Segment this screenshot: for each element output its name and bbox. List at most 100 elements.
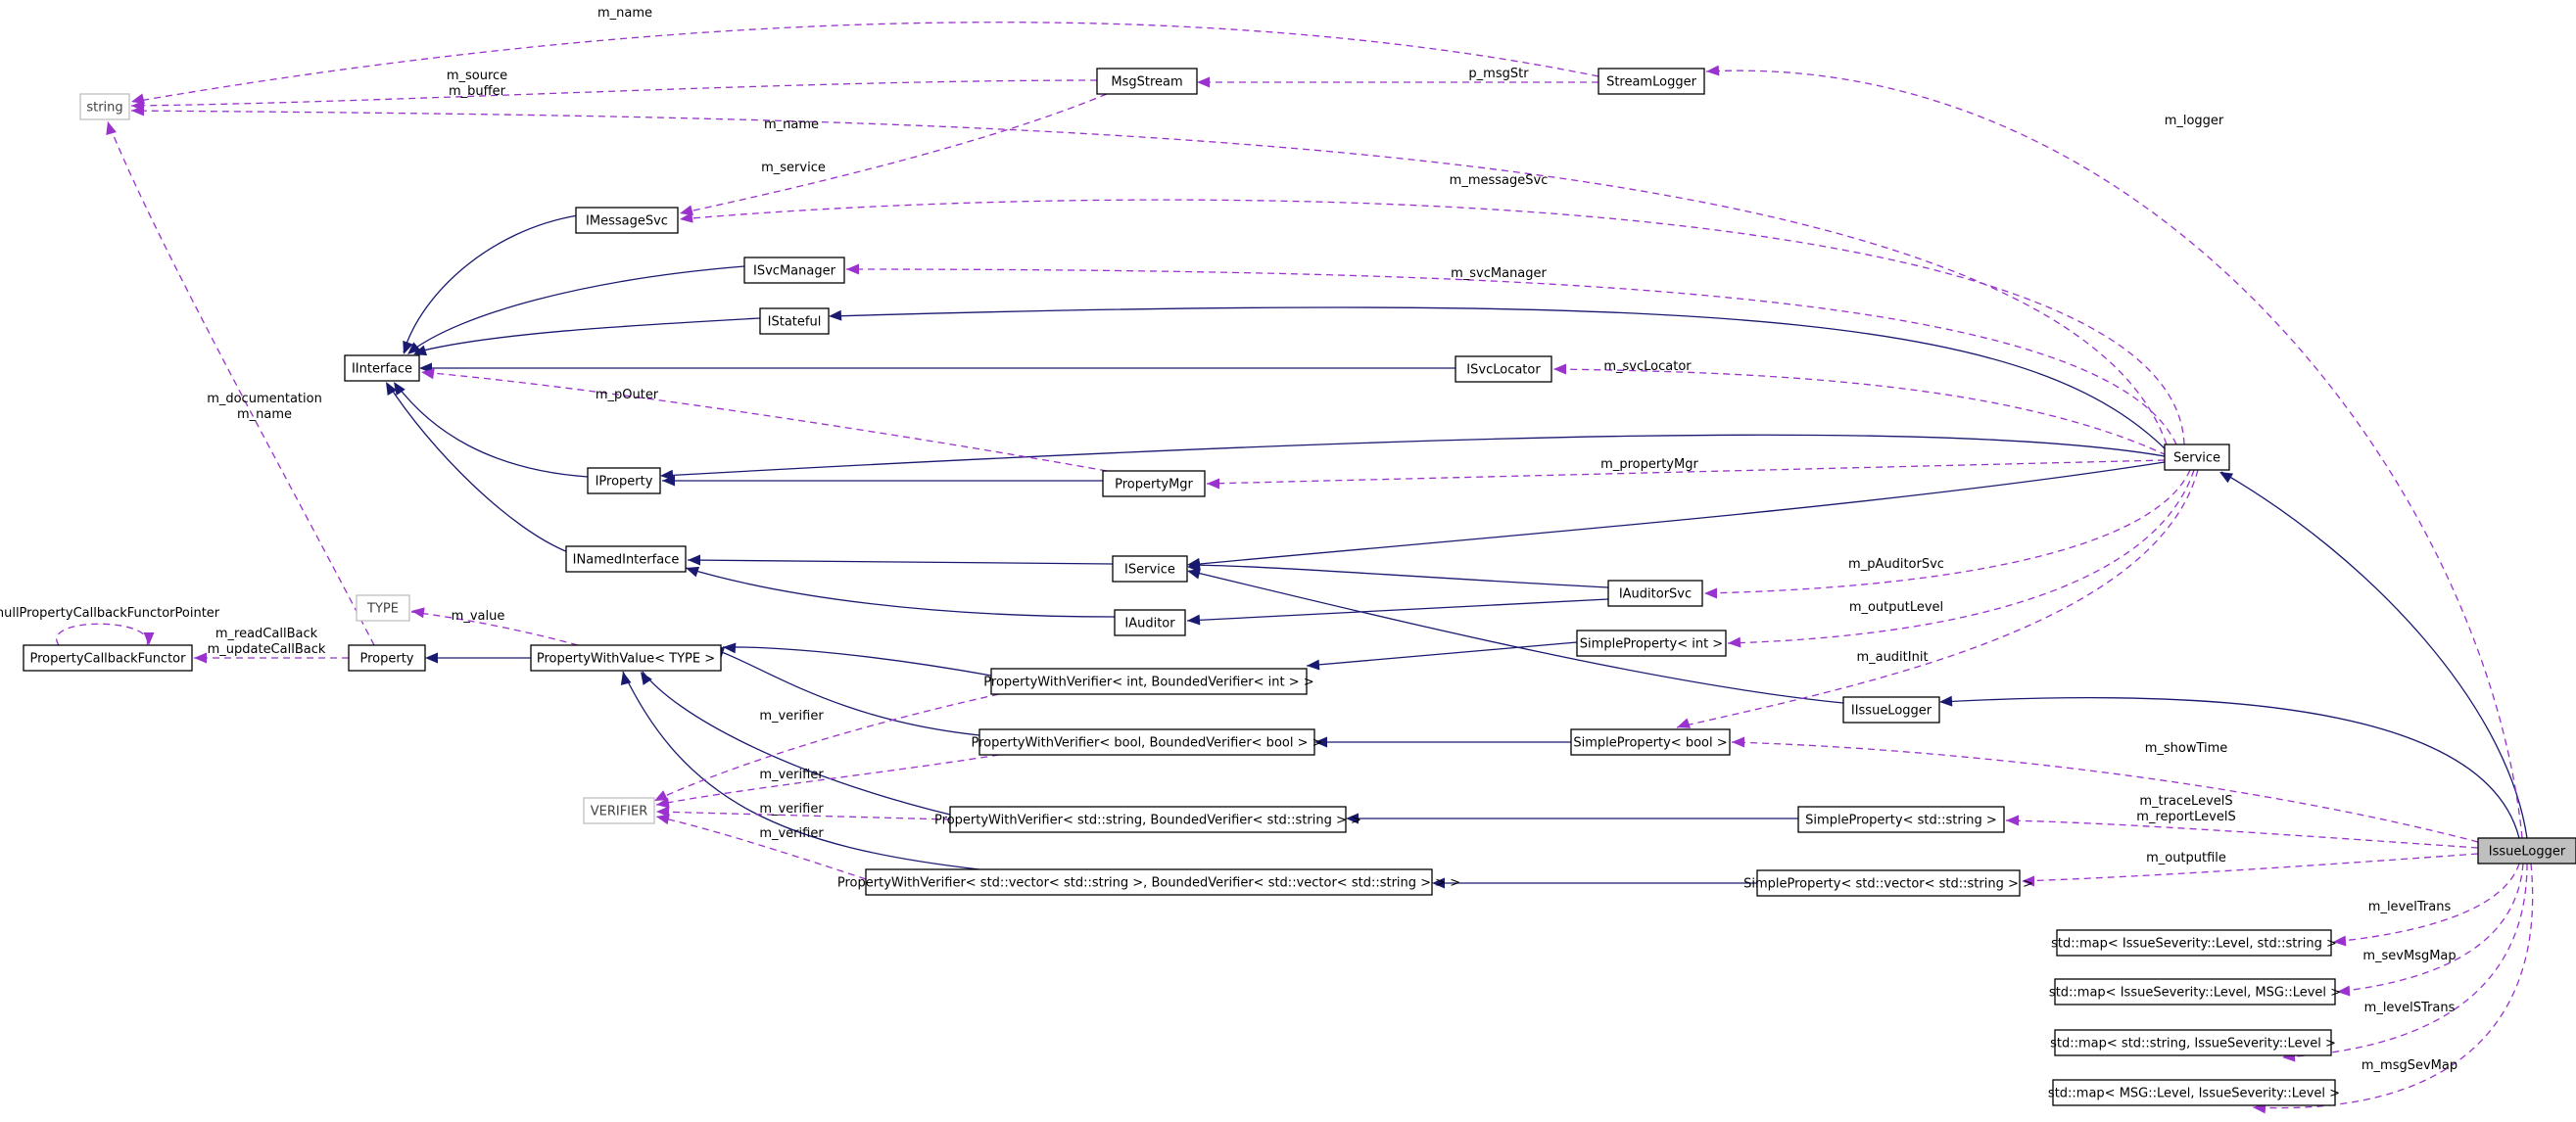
- node-map-level-string[interactable]: std::map< IssueSeverity::Level, std::str…: [2051, 929, 2337, 957]
- node-verifier[interactable]: VERIFIER: [583, 797, 655, 824]
- arrow-head: [1197, 76, 1210, 88]
- arrow-head: [425, 652, 438, 664]
- edge-property-string: [106, 120, 375, 646]
- arrow-head: [680, 211, 693, 223]
- node-box: [565, 545, 687, 573]
- node-pwv-int[interactable]: PropertyWithVerifier< int, BoundedVerifi…: [983, 668, 1314, 695]
- usage-line: [1676, 469, 2199, 728]
- arrow-head: [662, 475, 675, 487]
- node-map-level-msglevel[interactable]: std::map< IssueSeverity::Level, MSG::Lev…: [2049, 978, 2341, 1005]
- node-box: [865, 868, 1433, 896]
- inheritance-line: [408, 265, 745, 353]
- edge-simpleprop-int-pwv-int: [1306, 641, 1578, 671]
- edge-label-m-svcManager: m_svcManager: [1451, 266, 1547, 281]
- arrow-head: [411, 607, 425, 619]
- node-service[interactable]: Service: [2164, 444, 2230, 471]
- arrow-head: [829, 309, 842, 321]
- node-iissuelogger[interactable]: IIssueLogger: [1842, 696, 1940, 724]
- node-pwv-vector[interactable]: PropertyWithVerifier< std::vector< std::…: [837, 868, 1460, 896]
- node-simpleprop-string[interactable]: SimpleProperty< std::string >: [1797, 806, 2005, 833]
- node-box: [23, 644, 193, 672]
- edge-iauditorsvc-iservice: [1187, 561, 1609, 588]
- edge-service-string-m-name: [130, 105, 2168, 445]
- node-label: IMessageSvc: [586, 214, 668, 229]
- node-imessagesvc[interactable]: IMessageSvc: [575, 207, 679, 234]
- inheritance-line: [685, 567, 1116, 618]
- arrow-head: [131, 93, 145, 105]
- edge-propertywithvalue-type: [410, 607, 579, 646]
- edge-issuelogger-streamlogger: [1705, 65, 2523, 839]
- usage-line: [679, 93, 1108, 214]
- node-label: TYPE: [366, 602, 399, 617]
- node-box: [1576, 630, 1727, 657]
- node-box: [348, 644, 426, 672]
- edge-property-pcf: [194, 652, 349, 664]
- node-label: IAuditorSvc: [1619, 587, 1692, 602]
- inheritance-line: [2220, 471, 2528, 839]
- node-simpleprop-bool[interactable]: SimpleProperty< bool >: [1570, 728, 1731, 756]
- node-streamlogger[interactable]: StreamLogger: [1598, 68, 1705, 95]
- node-iservice[interactable]: IService: [1112, 555, 1188, 583]
- node-label: IssueLogger: [2489, 845, 2566, 860]
- node-label: VERIFIER: [591, 805, 648, 819]
- usage-line: [1705, 70, 2523, 839]
- node-pwv-string[interactable]: PropertyWithVerifier< std::string, Bound…: [934, 806, 1361, 833]
- edge-label-m-reportLevelS: m_reportLevelS: [2136, 810, 2235, 824]
- edge-property-propertywithvalue: [425, 652, 531, 664]
- node-box: [530, 644, 722, 672]
- edge-istateful-iinterface: [413, 317, 761, 356]
- edge-streamlogger-msgstream: [1197, 76, 1598, 88]
- node-iauditor[interactable]: IAuditor: [1114, 609, 1186, 636]
- node-issuelogger[interactable]: IssueLogger: [2477, 837, 2576, 865]
- node-box: [759, 307, 830, 335]
- edge-propertymgr-iproperty: [662, 475, 1103, 487]
- inheritance-line: [661, 434, 2166, 477]
- node-box: [583, 797, 655, 824]
- inheritance-line: [1188, 570, 1844, 704]
- arrow-head: [2333, 935, 2347, 947]
- node-msgstream[interactable]: MsgStream: [1096, 68, 1198, 95]
- node-type[interactable]: TYPE: [356, 594, 410, 622]
- node-simpleprop-int[interactable]: SimpleProperty< int >: [1576, 630, 1727, 657]
- node-box: [1102, 470, 1206, 497]
- node-box: [344, 354, 420, 382]
- node-iauditorsvc[interactable]: IAuditorSvc: [1607, 580, 1703, 607]
- node-property[interactable]: Property: [348, 644, 426, 672]
- node-propertymgr[interactable]: PropertyMgr: [1102, 470, 1206, 497]
- node-inamedinterface[interactable]: INamedInterface: [565, 545, 687, 573]
- edge-label-m-source-buffer-1: m_source: [447, 69, 507, 83]
- arrow-head: [1706, 65, 1720, 76]
- arrow-head: [656, 806, 669, 818]
- node-iproperty[interactable]: IProperty: [587, 467, 661, 494]
- edge-label-p-msgStr: p_msgStr: [1468, 67, 1529, 81]
- node-iinterface[interactable]: IInterface: [344, 354, 420, 382]
- arrow-head: [641, 672, 652, 685]
- node-pwv-bool[interactable]: PropertyWithVerifier< bool, BoundedVerif…: [971, 728, 1323, 756]
- edge-iproperty-iinterface: [394, 382, 589, 478]
- node-isvcmanager[interactable]: ISvcManager: [743, 257, 845, 284]
- node-istateful[interactable]: IStateful: [759, 307, 830, 335]
- edge-service-imessagesvc: [679, 199, 2185, 445]
- edge-pwv-string-propertywithvalue: [641, 671, 951, 816]
- node-propertywithvalue[interactable]: PropertyWithValue< TYPE >: [530, 644, 722, 672]
- edge-isvclocator-iinterface: [419, 362, 1455, 374]
- inheritance-line: [642, 671, 951, 816]
- node-isvclocator[interactable]: ISvcLocator: [1455, 355, 1552, 383]
- arrow-head: [1307, 659, 1320, 671]
- edge-service-iproperty: [660, 434, 2166, 481]
- node-simpleprop-vector[interactable]: SimpleProperty< std::vector< std::string…: [1743, 869, 2033, 897]
- edge-issuelogger-simpleprop-string: [2005, 815, 2479, 849]
- node-label: IStateful: [768, 315, 822, 330]
- node-string[interactable]: string: [79, 93, 130, 120]
- edge-simpleprop-string-pwv-string: [1346, 813, 1798, 824]
- arrow-head: [2006, 815, 2019, 826]
- node-label: std::map< IssueSeverity::Level, std::str…: [2051, 937, 2337, 952]
- node-label: IAuditor: [1124, 617, 1175, 631]
- node-propertycallbackfunctor[interactable]: PropertyCallbackFunctor: [23, 644, 193, 672]
- node-label: SimpleProperty< std::string >: [1805, 814, 1997, 828]
- node-label: IIssueLogger: [1851, 704, 1932, 719]
- edge-label-m-auditInit: m_auditInit: [1856, 650, 1928, 665]
- edge-issuelogger-simpleprop-vector: [2021, 853, 2479, 887]
- node-map-msglevel-level[interactable]: std::map< MSG::Level, IssueSeverity::Lev…: [2048, 1079, 2340, 1106]
- node-map-string-level[interactable]: std::map< std::string, IssueSeverity::Le…: [2050, 1029, 2336, 1056]
